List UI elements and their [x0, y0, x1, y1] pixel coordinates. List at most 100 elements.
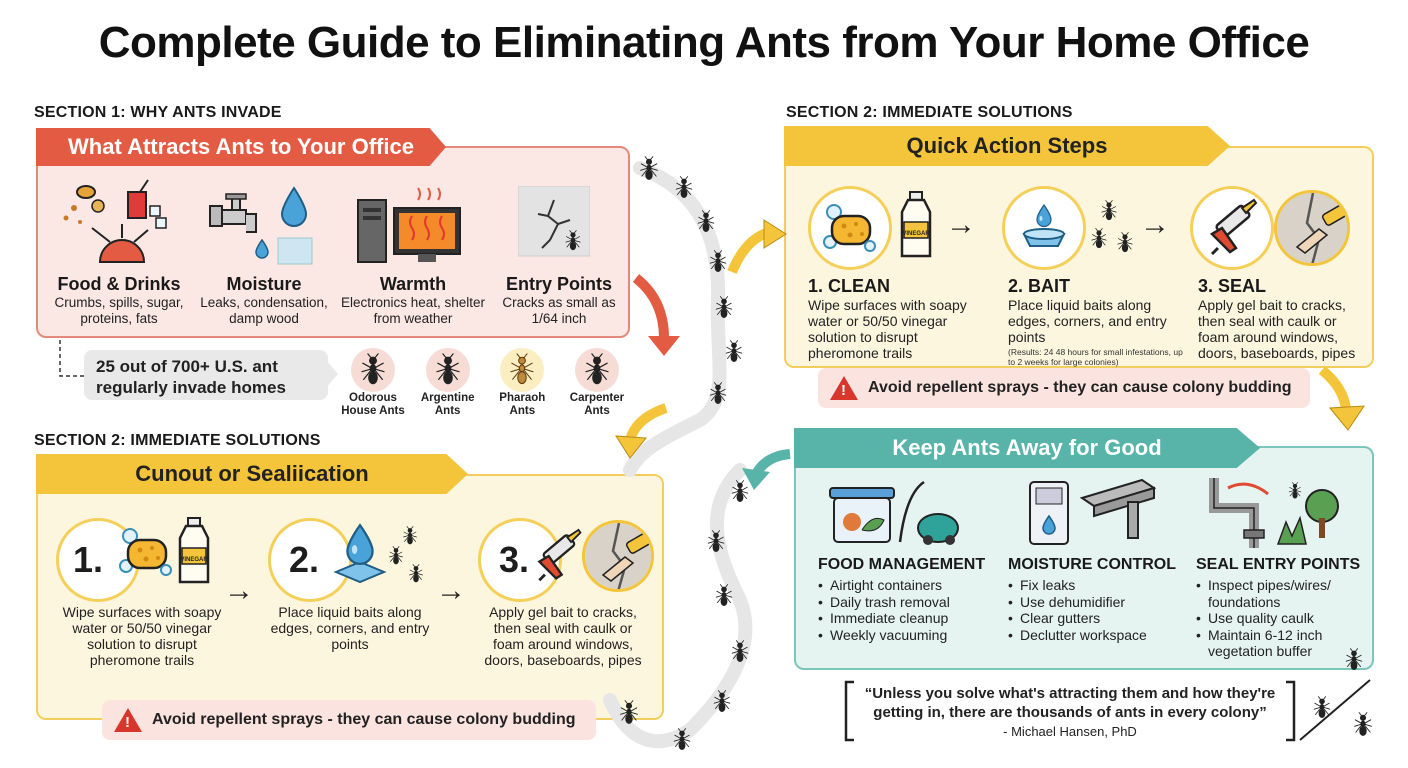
- step-clean: 1. CLEAN Wipe surfaces with soapy water …: [808, 276, 988, 361]
- svg-text:VINEGAR: VINEGAR: [902, 231, 930, 237]
- quick-action-banner-text: Quick Action Steps: [906, 133, 1108, 158]
- quick-action-panel: [784, 146, 1374, 368]
- attractor-text: Electronics heat, shelter from weather: [340, 295, 486, 326]
- caulk-gun-icon: [530, 528, 586, 584]
- step-text: Place liquid baits along edges, corners,…: [270, 604, 430, 652]
- wall-crack-icon: [518, 186, 590, 257]
- keep-away-banner-text: Keep Ants Away for Good: [892, 435, 1162, 460]
- attractor-moisture: Moisture Leaks, condensation, damp wood: [194, 270, 334, 327]
- ant-species-list: Odorous House Ants Argentine Ants Pharao…: [340, 348, 630, 418]
- list-item: Maintain 6-12 inch vegetation buffer: [1196, 627, 1366, 660]
- dehumidifier-gutter-icon: [1029, 478, 1157, 545]
- ant-species-name: Odorous House Ants: [341, 392, 405, 417]
- section1-banner: What Attracts Ants to Your Office: [36, 128, 446, 166]
- vinegar-bottle-icon: VINEGAR: [178, 516, 210, 584]
- ant-species-name: Argentine Ants: [420, 392, 475, 417]
- attractor-entry: Entry Points Cracks as small as 1/64 inc…: [494, 270, 624, 327]
- ant-icon: [425, 348, 470, 392]
- connector-line: [59, 340, 90, 377]
- step-note: (Results: 24 48 hours for small infestat…: [1008, 347, 1183, 367]
- attractor-food: Food & Drinks Crumbs, spills, sugar, pro…: [44, 270, 194, 327]
- group-title: MOISTURE CONTROL: [1008, 556, 1176, 573]
- clean-step-icon: [808, 186, 892, 270]
- warning-banner-right: ! Avoid repellent sprays - they can caus…: [818, 368, 1310, 408]
- list-item: Weekly vacuuming: [818, 627, 998, 644]
- liquid-bait-icon: [333, 523, 387, 584]
- attractor-text: Cracks as small as 1/64 inch: [502, 295, 616, 326]
- attractor-text: Crumbs, spills, sugar, proteins, fats: [54, 295, 184, 326]
- container-vacuum-icon: [829, 480, 959, 545]
- ant-species-item: Argentine Ants: [415, 348, 481, 418]
- list-item: Immediate cleanup: [818, 610, 998, 627]
- page-title: Complete Guide to Eliminating Ants from …: [98, 18, 1310, 67]
- step-text: Place liquid baits along edges, corners,…: [1008, 297, 1167, 345]
- sealing-step-3: Apply gel bait to cracks, then seal with…: [478, 604, 648, 668]
- vinegar-bottle-icon: VINEGAR: [900, 190, 932, 258]
- step-text: Apply gel bait to cracks, then seal with…: [1198, 297, 1356, 361]
- warning-icon: !: [830, 376, 858, 400]
- quote-author: - Michael Hansen, PhD: [1003, 724, 1137, 739]
- section1-banner-text: What Attracts Ants to Your Office: [68, 134, 414, 159]
- quote-brackets: [844, 680, 1296, 742]
- ant-icon: [351, 348, 395, 392]
- list-item: Daily trash removal: [818, 594, 998, 611]
- food-drinks-icon: [63, 179, 167, 263]
- attractor-warmth: Warmth Electronics heat, shelter from we…: [338, 270, 488, 327]
- faucet-icon: [209, 186, 313, 265]
- step-text: Apply gel bait to cracks, then seal with…: [484, 604, 642, 668]
- warning-text: Avoid repellent sprays - they can cause …: [152, 711, 576, 728]
- warning-text: Avoid repellent sprays - they can cause …: [868, 379, 1292, 396]
- warning-icon: !: [114, 708, 142, 732]
- ant-icon: [574, 348, 619, 392]
- step-arrow-icon: →: [1140, 208, 1170, 241]
- ants-icon: [389, 526, 423, 583]
- step-arrow-icon: →: [436, 574, 466, 607]
- ant-species-item: Carpenter Ants: [564, 348, 630, 418]
- sealing-closeup-icon: [582, 520, 654, 592]
- stat-pointer: [326, 360, 338, 388]
- sealing-banner-text: Cunout or Sealiication: [135, 461, 369, 486]
- group-title: SEAL ENTRY POINTS: [1196, 556, 1361, 573]
- list-item: Declutter workspace: [1008, 627, 1188, 644]
- ant-species-item: Odorous House Ants: [340, 348, 406, 418]
- svg-text:VINEGAR: VINEGAR: [180, 557, 208, 563]
- sealing-panel: [36, 474, 664, 720]
- step-title: 1. CLEAN: [808, 276, 891, 296]
- food-management-group: FOOD MANAGEMENT Airtight containers Dail…: [818, 556, 998, 643]
- attractor-title: Food & Drinks: [57, 274, 181, 294]
- pipes-vegetation-icon: [1209, 478, 1339, 548]
- quick-action-banner: Quick Action Steps: [784, 126, 1230, 166]
- seal-step-icon: [1190, 186, 1274, 270]
- computer-heat-icon: [357, 187, 461, 263]
- warning-banner-left: ! Avoid repellent sprays - they can caus…: [102, 700, 596, 740]
- ant-species-name: Pharaoh Ants: [499, 392, 546, 417]
- sealing-step-1: Wipe surfaces with soapy water or 50/50 …: [50, 604, 234, 668]
- step-arrow-icon: →: [946, 208, 976, 241]
- list-item: Fix leaks: [1008, 577, 1188, 594]
- ant-icon: [500, 348, 545, 392]
- ant-species-item: Pharaoh Ants: [489, 348, 555, 418]
- ants-icon: [1091, 200, 1133, 253]
- ant-species-stat: 25 out of 700+ U.S. ant regularly invade…: [84, 350, 328, 400]
- list-item: Airtight containers: [818, 577, 998, 594]
- expert-quote: “Unless you solve what's attracting them…: [864, 685, 1276, 721]
- moisture-control-group: MOISTURE CONTROL Fix leaks Use dehumidif…: [1008, 556, 1188, 643]
- sealing-banner: Cunout or Sealiication: [36, 454, 468, 494]
- group-title: FOOD MANAGEMENT: [818, 556, 986, 573]
- section2-left-label: SECTION 2: IMMEDIATE SOLUTIONS: [34, 432, 321, 449]
- attractor-title: Warmth: [379, 274, 447, 294]
- keep-away-banner: Keep Ants Away for Good: [794, 428, 1260, 468]
- section1-label: SECTION 1: WHY ANTS INVADE: [34, 104, 282, 121]
- sponge-icon: [116, 522, 176, 582]
- step-text: Wipe surfaces with soapy water or 50/50 …: [808, 297, 967, 361]
- step-number-2: 2.: [268, 518, 352, 602]
- sealing-step-2: Place liquid baits along edges, corners,…: [268, 604, 432, 652]
- step-text: Wipe surfaces with soapy water or 50/50 …: [62, 604, 222, 668]
- list-item: Use quality caulk: [1196, 610, 1366, 627]
- attractor-title: Entry Points: [505, 274, 612, 294]
- step-seal: 3. SEAL Apply gel bait to cracks, then s…: [1198, 276, 1370, 361]
- step-title: 2. BAIT: [1008, 276, 1071, 296]
- step-title: 3. SEAL: [1198, 276, 1267, 296]
- list-item: Use dehumidifier: [1008, 594, 1188, 611]
- list-item: Inspect pipes/wires/ foundations: [1196, 577, 1366, 610]
